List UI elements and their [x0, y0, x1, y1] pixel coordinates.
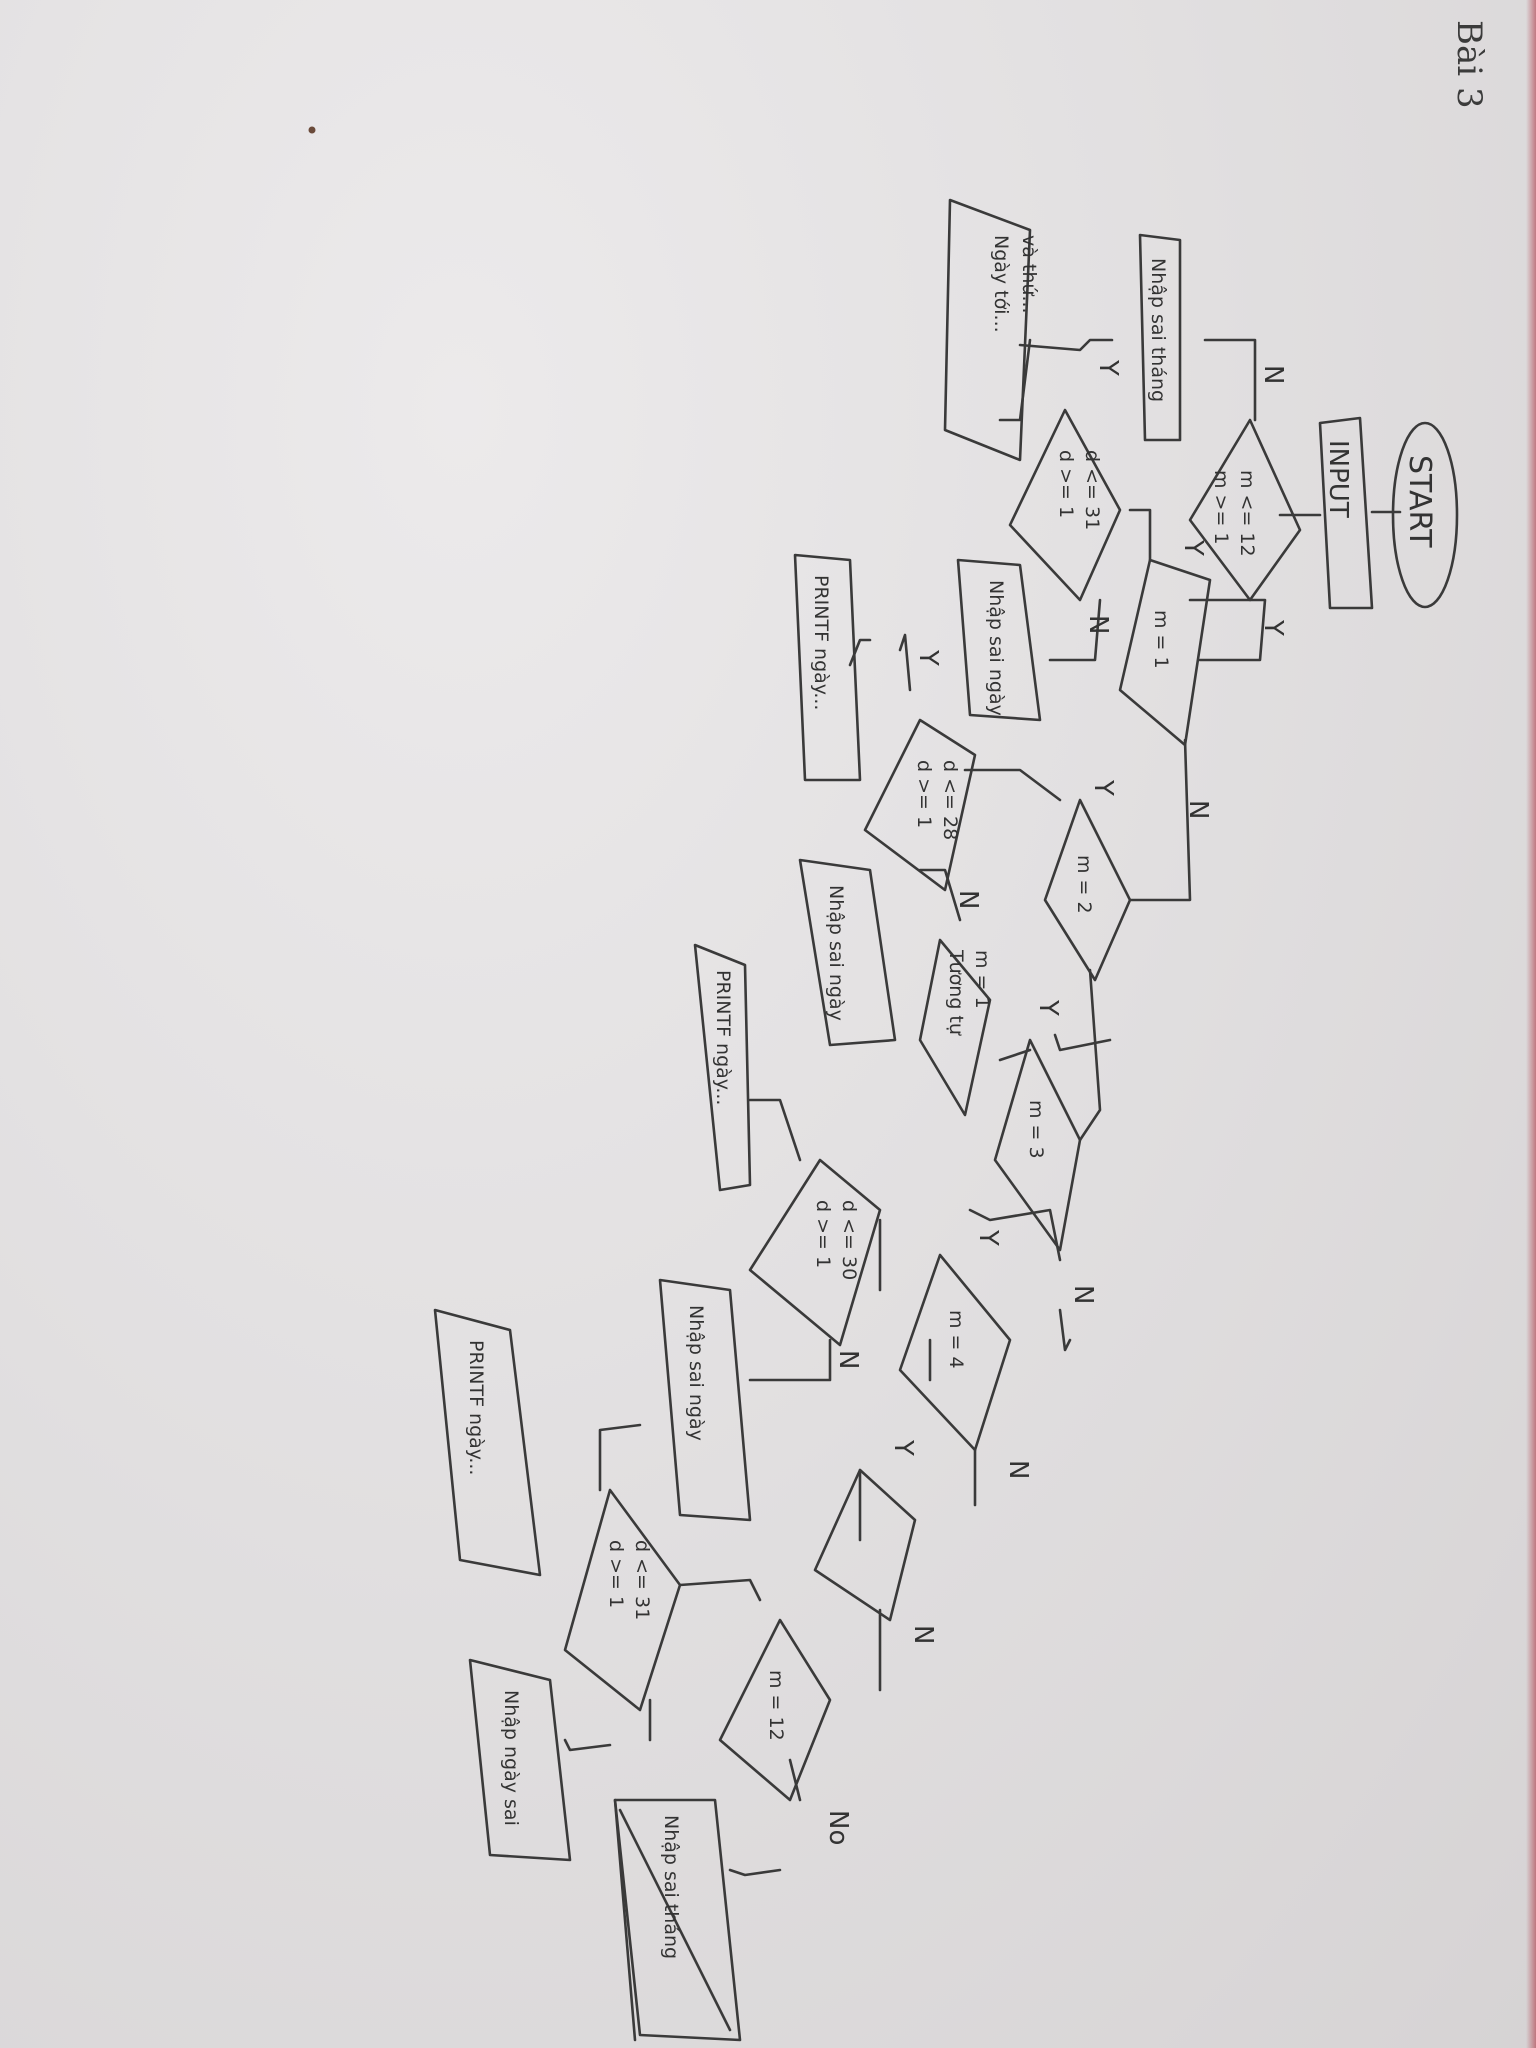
branch-label-n: N: [1258, 365, 1288, 384]
input-box: [1318, 416, 1374, 610]
wrong-month-bottom-label: Nhập sai tháng: [660, 1815, 682, 1959]
wrong-day-3-label: Nhập sai ngày: [685, 1305, 707, 1441]
branch-label-n: N: [908, 1625, 938, 1644]
branch-label-n: N: [1083, 615, 1113, 634]
exercise-label: Bài 3: [1449, 20, 1489, 109]
wrong-day-box-1: [956, 558, 1042, 722]
branch-label-n: N: [1068, 1285, 1098, 1304]
month-range-decision: [1188, 418, 1302, 602]
print-day-1-label: PRINTF ngày...: [810, 575, 832, 710]
next-day-box: [943, 198, 1032, 462]
m4-label: m = 4: [945, 1310, 967, 1369]
m2-label: m = 2: [1073, 855, 1095, 914]
wrong-month-bottom-box: [613, 1798, 742, 2042]
start-label: START: [1402, 455, 1437, 548]
print-day-2-label: PRINTF ngày...: [712, 970, 734, 1105]
next-month-decision: [813, 1468, 917, 1622]
wrong-day-box-3: [658, 1278, 752, 1522]
scribble-cross: [613, 1798, 732, 2042]
print-day-box-2: [693, 943, 752, 1192]
input-label: INPUT: [1323, 440, 1353, 518]
wrong-month-top-label: Nhập sai tháng: [1147, 258, 1169, 402]
next-day-label: Ngày tới...và thứ...: [990, 235, 1040, 333]
m2-decision: [1043, 798, 1132, 982]
wrong-day-box-2: [798, 858, 897, 1047]
similar-m1-box: [918, 938, 992, 1117]
branch-label-n: N: [953, 890, 983, 909]
branch-label-y: Y: [1093, 359, 1123, 376]
start-terminal: [1391, 421, 1459, 609]
wrong-day-1-label: Nhập sai ngày: [985, 580, 1007, 716]
branch-label-n: N: [833, 1350, 863, 1369]
ink-speck: [308, 126, 316, 134]
m1-label: m = 1: [1150, 610, 1172, 669]
branch-label-y: Y: [888, 1439, 918, 1456]
branch-label-y: Y: [1258, 619, 1288, 636]
wrong-day-box-4: [468, 1658, 572, 1862]
d31-decision-a: [1008, 408, 1122, 602]
wrong-month-top-box: [1138, 233, 1182, 442]
paper-edge: [1526, 0, 1536, 2048]
m1-decision: [1118, 558, 1212, 747]
branch-label-n: N: [1003, 1460, 1033, 1479]
wrong-day-4-label: Nhập ngày sai: [500, 1690, 522, 1826]
branch-label-y: Y: [913, 649, 943, 666]
branch-labels: N Y Y Y N N Y N Y Y N Y N N Y N No: [823, 359, 1288, 1845]
print-day-box-3: [433, 1308, 542, 1577]
m3-decision: [993, 1038, 1082, 1252]
d30-decision: [748, 1158, 882, 1347]
branch-label-y: Y: [1033, 999, 1063, 1016]
branch-label-no: No: [823, 1810, 853, 1845]
branch-label-y: Y: [1088, 779, 1118, 796]
branch-label-y: Y: [973, 1229, 1003, 1246]
d28-decision: [863, 718, 977, 892]
m12-label: m = 12: [765, 1670, 787, 1741]
m3-label: m = 3: [1025, 1100, 1047, 1159]
print-day-3-label: PRINTF ngày...: [465, 1340, 487, 1475]
branch-label-n: N: [1183, 800, 1213, 819]
m12-decision: [718, 1618, 832, 1802]
flow-lines: [563, 338, 1402, 1877]
d31-decision-b: [563, 1488, 682, 1712]
wrong-day-2-label: Nhập sai ngày: [825, 885, 847, 1021]
print-day-box-1: [793, 553, 862, 782]
m4-decision: [898, 1253, 1012, 1452]
branch-label-y: Y: [1178, 539, 1208, 556]
